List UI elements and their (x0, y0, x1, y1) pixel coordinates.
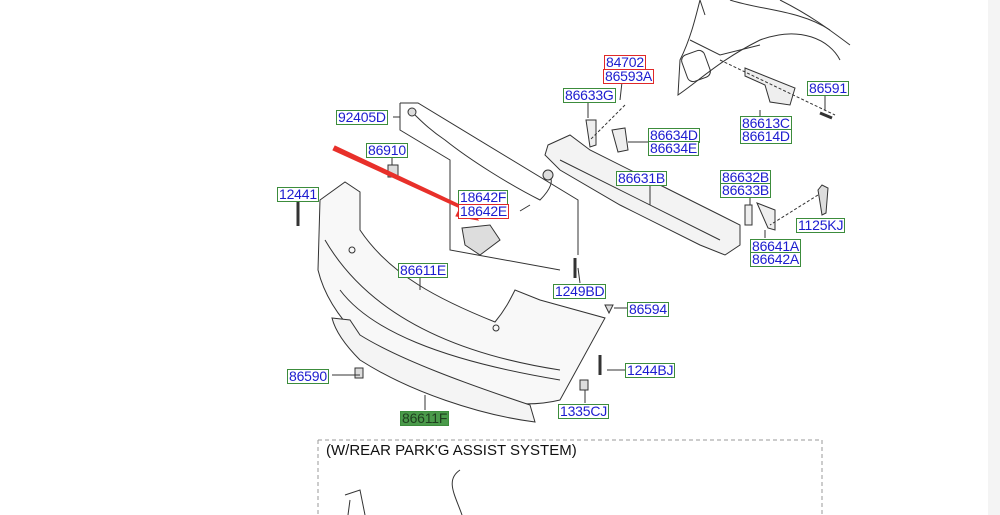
part-label-86611f-highlighted[interactable]: 86611F (400, 410, 450, 426)
part-label-12441[interactable]: 12441 (277, 186, 319, 202)
part-label-86910[interactable]: 86910 (366, 142, 408, 158)
page-edge (988, 0, 1000, 515)
rear-fender (677, 0, 851, 96)
part-label-86590[interactable]: 86590 (287, 368, 329, 384)
part-label-1244bj[interactable]: 1244BJ (625, 362, 676, 378)
section-note: (W/REAR PARK'G ASSIST SYSTEM) (326, 442, 577, 459)
part-label-86591[interactable]: 86591 (807, 80, 849, 96)
part-label-86614d[interactable]: 86614D (740, 128, 792, 144)
part-label-1249bd[interactable]: 1249BD (553, 283, 607, 299)
part-label-86642a[interactable]: 86642A (750, 251, 802, 267)
sensor-part (461, 224, 501, 256)
part-label-84702[interactable]: 84702 (604, 54, 646, 70)
part-label-86633g[interactable]: 86633G (563, 87, 616, 103)
part-label-1335cj[interactable]: 1335CJ (558, 403, 610, 419)
part-label-86632b[interactable]: 86632B (720, 169, 772, 185)
part-label-86633b[interactable]: 86633B (720, 182, 772, 198)
part-label-86611e[interactable]: 86611E (398, 262, 449, 278)
sensor-box-outline (399, 102, 579, 271)
lower-garnish (331, 317, 536, 423)
side-bracket (744, 67, 796, 106)
section-box (317, 439, 823, 515)
part-label-86634e[interactable]: 86634E (648, 140, 700, 156)
bumper-beam (544, 134, 741, 256)
part-label-1125kj[interactable]: 1125KJ (796, 217, 846, 233)
part-label-86594[interactable]: 86594 (627, 301, 669, 317)
part-label-92405d[interactable]: 92405D (336, 109, 388, 125)
part-label-86593a[interactable]: 86593A (603, 68, 655, 84)
part-label-18642e[interactable]: 18642E (458, 203, 510, 219)
part-label-86631b[interactable]: 86631B (616, 170, 668, 186)
